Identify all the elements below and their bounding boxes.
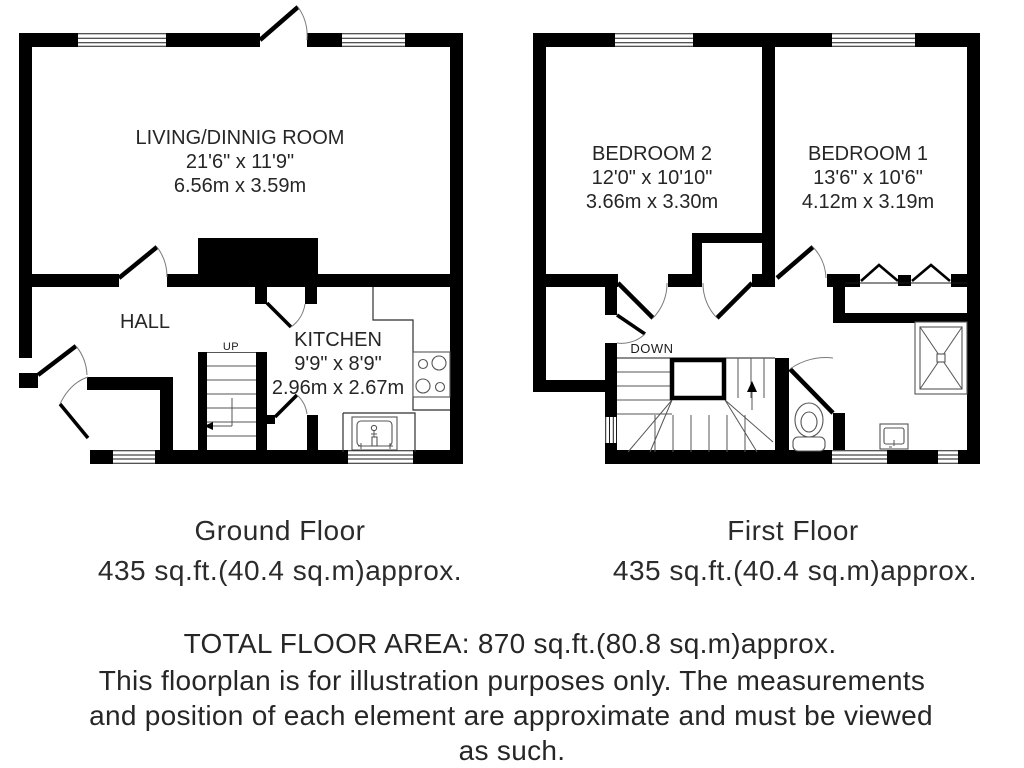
room-size-imperial: 12'0" x 10'10" [591, 167, 713, 189]
hall-label: HALL [119, 311, 171, 333]
store-door [58, 376, 90, 440]
room-name: BEDROOM 2 [591, 143, 713, 165]
disclaimer-line-1: This floorplan is for illustration purpo… [98, 665, 926, 696]
room-size-imperial: 9'9" x 8'9" [294, 353, 382, 375]
shower-icon [914, 321, 968, 395]
bedroom1-door [775, 245, 827, 280]
ground-floor-plan [19, 5, 463, 464]
basin-icon [879, 423, 909, 450]
living-room-door [117, 245, 168, 280]
room-name: KITCHEN [294, 329, 382, 351]
bathroom-door [788, 357, 835, 415]
total-floor-area: TOTAL FLOOR AREA: 870 sq.ft.(80.8 sq.m)a… [183, 628, 837, 659]
room-size-imperial: 21'6" x 11'9" [185, 151, 295, 173]
ground-floor-caption: Ground Floor [194, 515, 366, 546]
first-floor-plan [533, 33, 980, 464]
sink-icon [342, 412, 416, 452]
chimney-breast [198, 238, 318, 274]
stairs-up-label: UP [222, 341, 240, 353]
wardrobe-bifold-doors [845, 263, 967, 284]
staircase-down [617, 357, 789, 453]
window [78, 33, 405, 47]
first-floor-area: 435 sq.ft.(40.4 sq.m)approx. [612, 555, 978, 586]
room-name: BEDROOM 1 [807, 143, 929, 165]
room-size-metric: 6.56m x 3.59m [173, 175, 307, 197]
bedroom2-door [616, 281, 668, 320]
staircase-up [198, 352, 267, 464]
room-size-metric: 3.66m x 3.30m [585, 191, 719, 213]
living-room-label: LIVING/DINNIG ROOM 21'6" x 11'9" 6.56m x… [136, 126, 345, 198]
landing-closet-door [702, 281, 754, 320]
window [615, 33, 915, 47]
first-floor-caption: First Floor [727, 515, 859, 546]
bedroom2-label: BEDROOM 2 12'0" x 10'10" 3.66m x 3.30m [586, 142, 718, 214]
stair-well [669, 357, 727, 401]
kitchen-counter [372, 287, 450, 411]
closet-door [616, 313, 646, 344]
front-door [258, 5, 308, 42]
stove-icon [412, 351, 451, 398]
toilet-icon [792, 402, 826, 452]
room-name: LIVING/DINNIG ROOM [135, 127, 345, 149]
cupboard-door [273, 393, 308, 419]
room-size-metric: 4.12m x 3.19m [801, 191, 935, 213]
window [605, 417, 617, 443]
disclaimer-line-3: as such. [458, 735, 566, 766]
window [832, 450, 958, 464]
room-size-imperial: 13'6" x 10'6" [813, 167, 923, 189]
stairs-down-label: DOWN [630, 341, 674, 356]
room-size-metric: 2.96m x 2.67m [271, 377, 405, 399]
window [113, 450, 413, 464]
bedroom1-label: BEDROOM 1 13'6" x 10'6" 4.12m x 3.19m [802, 142, 934, 214]
disclaimer-line-2: and position of each element are approxi… [89, 700, 933, 731]
kitchen-door [265, 301, 306, 329]
kitchen-label: KITCHEN 9'9" x 8'9" 2.96m x 2.67m [272, 328, 404, 400]
ground-floor-area: 435 sq.ft.(40.4 sq.m)approx. [97, 555, 463, 586]
side-door [36, 344, 88, 377]
